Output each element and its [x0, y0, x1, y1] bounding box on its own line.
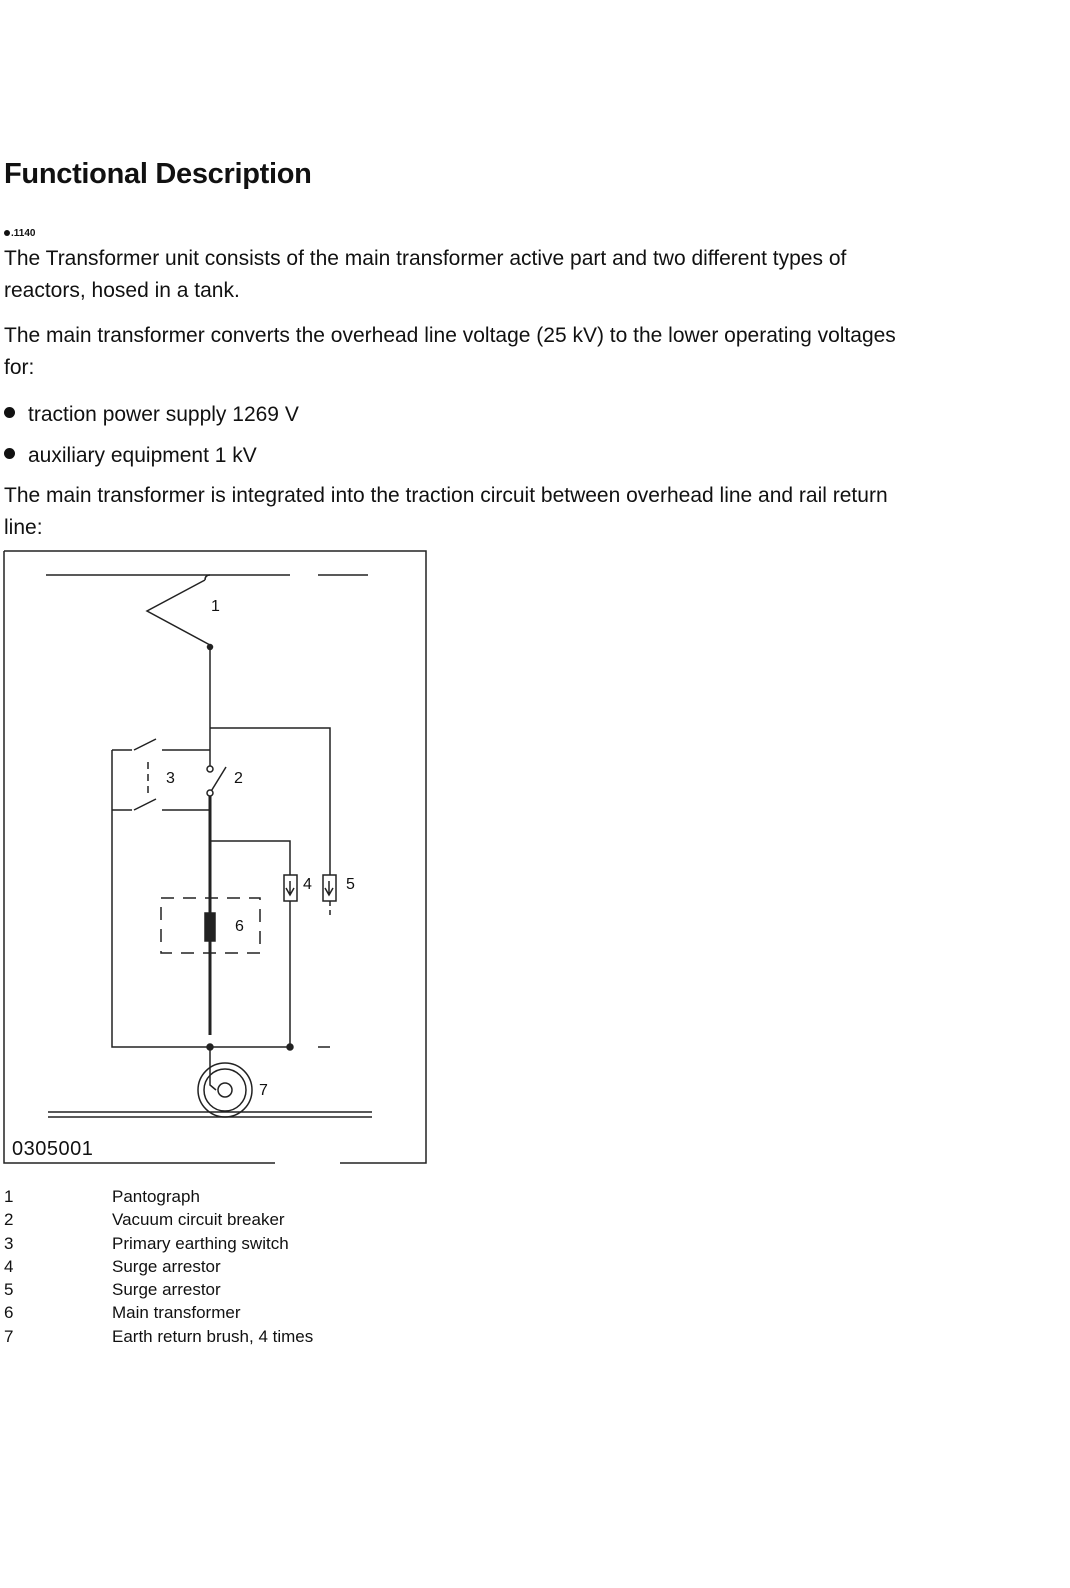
pantograph-symbol [145, 574, 211, 646]
document-reference-code: .1140 [11, 228, 36, 239]
junction-dot [286, 1043, 294, 1051]
label-main-transformer: 6 [235, 918, 244, 935]
label-vacuum-breaker: 2 [234, 770, 243, 787]
legend-item: 2 Vacuum circuit breaker [4, 1208, 313, 1231]
legend-text: Pantograph [112, 1187, 200, 1206]
earth-return-brush-outer [197, 1062, 253, 1118]
vacuum-breaker-contact [206, 789, 214, 797]
figure-legend: 1 Pantograph 2 Vacuum circuit breaker 3 Pri… [4, 1185, 313, 1348]
label-surge-arrestor-5: 5 [346, 876, 355, 893]
traction-circuit-diagram: 1 2 3 4 5 6 7 [3, 550, 427, 1164]
legend-text: Surge arrestor [112, 1256, 221, 1276]
legend-text: Vacuum circuit breaker [112, 1210, 285, 1230]
label-earthing-switch: 3 [166, 770, 175, 787]
bullet-item-auxiliary: auxiliary equipment 1 kV [4, 442, 257, 470]
bullet-text: auxiliary equipment 1 kV [28, 444, 257, 467]
earth-return-brush-hub [217, 1082, 233, 1098]
figure-id: 0305001 [12, 1138, 94, 1160]
branch-wire-4 [210, 840, 291, 875]
bullet-text: traction power supply 1269 V [28, 403, 299, 426]
earthing-blade-top [133, 738, 157, 751]
figure-frame [4, 550, 427, 1164]
legend-item: 3 Primary earthing switch [4, 1232, 313, 1255]
earth-return-brush-inner [203, 1068, 247, 1112]
main-transformer-box [160, 897, 261, 954]
legend-number: 6 [4, 1303, 14, 1323]
legend-number: 3 [4, 1233, 14, 1253]
figure-frame-left [3, 551, 275, 1164]
label-earth-return-brush: 7 [259, 1082, 268, 1099]
legend-number: 4 [4, 1256, 14, 1276]
bullet-dot-icon [4, 230, 10, 236]
voltage-paragraph: The main transformer converts the overhe… [4, 324, 896, 379]
legend-text: Earth return brush, 4 times [112, 1326, 314, 1346]
legend-item: 5 Surge arrestor [4, 1278, 313, 1301]
legend-item: 7 Earth return brush, 4 times [4, 1325, 313, 1348]
circuit-diagram-figure: 1 2 3 4 5 6 7 0305001 [0, 545, 440, 1175]
page-title: Functional Description [4, 158, 312, 190]
bullet-item-traction: traction power supply 1269 V [4, 401, 299, 429]
branch-wire-5 [210, 727, 331, 875]
label-surge-arrestor-4: 4 [303, 876, 312, 893]
bullet-dot-icon [4, 407, 15, 418]
earthing-switch-return [111, 750, 290, 1048]
legend-item: 1 Pantograph [4, 1185, 313, 1208]
legend-item: 4 Surge arrestor [4, 1255, 313, 1278]
earth-return-brush-arm [209, 1047, 217, 1091]
rail-line [48, 1111, 372, 1118]
intro-paragraph: The Transformer unit consists of the mai… [4, 247, 847, 302]
legend-number: 2 [4, 1210, 14, 1230]
vacuum-breaker-contact [206, 765, 214, 773]
legend-text: Surge arrestor [112, 1280, 221, 1300]
legend-item: 6 Main transformer [4, 1301, 313, 1324]
legend-number: 7 [4, 1326, 14, 1346]
bullet-dot-icon [4, 448, 15, 459]
label-pantograph: 1 [211, 598, 220, 615]
legend-text: Primary earthing switch [112, 1233, 289, 1253]
circuit-paragraph: The main transformer is integrated into … [4, 484, 888, 539]
main-transformer-core [204, 912, 216, 942]
earthing-blade-bottom [133, 798, 157, 811]
document-reference: .1140 [4, 228, 35, 239]
legend-number: 5 [4, 1280, 14, 1300]
legend-number: 1 [4, 1187, 14, 1206]
legend-text: Main transformer [112, 1303, 241, 1323]
vacuum-breaker-blade [209, 766, 227, 794]
